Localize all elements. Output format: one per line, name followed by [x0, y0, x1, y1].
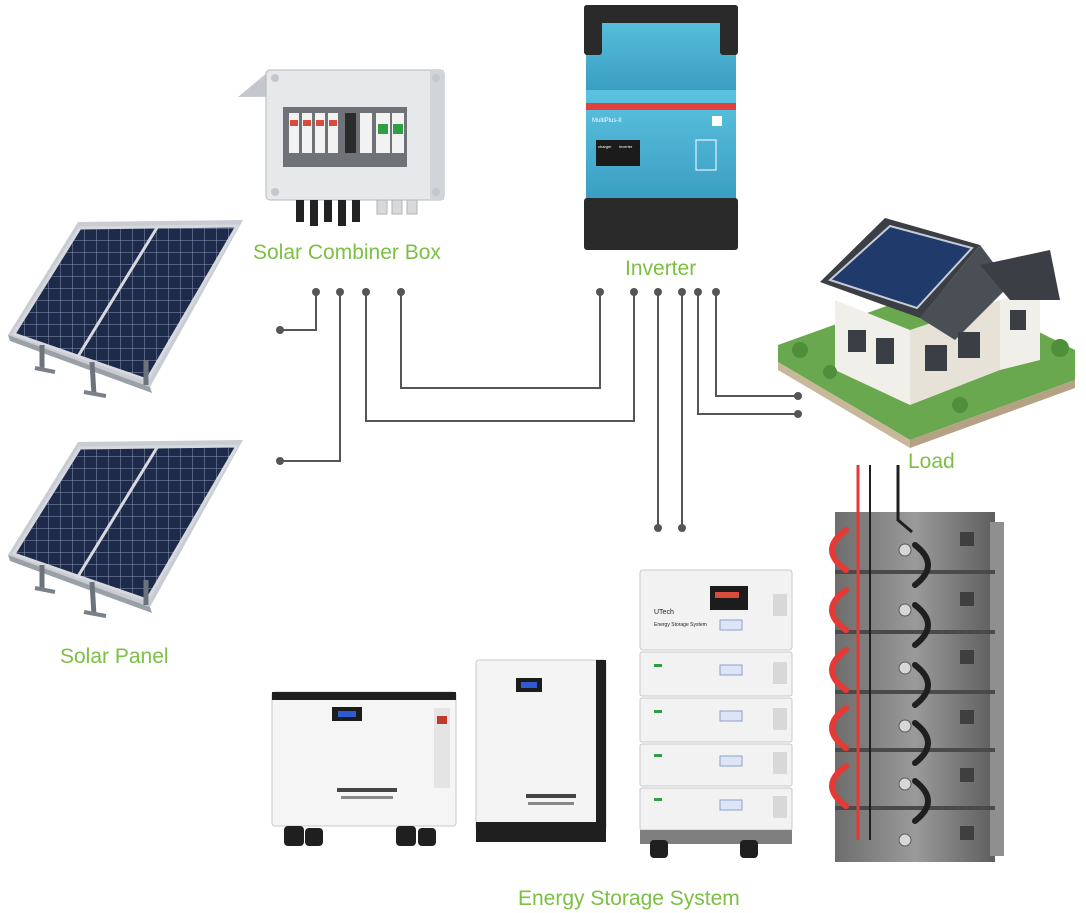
- wire-combiner-inverter-a: [365, 292, 635, 422]
- inverter-model-text: MultiPlus-II: [592, 118, 622, 124]
- wire-panel1-combiner: [280, 292, 317, 331]
- wire-nodes: [276, 288, 802, 532]
- label-energy-storage-system: Energy Storage System: [518, 887, 740, 910]
- wire-inverter-load-a: [697, 292, 798, 415]
- battery-wall: [475, 659, 607, 842]
- label-solar-panel: Solar Panel: [60, 645, 169, 668]
- wire-combiner-inverter-b: [400, 292, 601, 389]
- wire-inverter-load-b: [715, 292, 798, 397]
- solar-panel-bottom: [8, 440, 243, 618]
- house-load: [778, 218, 1075, 448]
- svg-text:UTech: UTech: [654, 609, 674, 616]
- label-solar-combiner-box: Solar Combiner Box: [253, 241, 441, 264]
- label-inverter: Inverter: [625, 257, 697, 280]
- wiring: [280, 292, 798, 528]
- battery-stack: UTech Energy Storage System: [639, 569, 793, 858]
- svg-text:inverter: inverter: [619, 144, 633, 149]
- solar-panel-top: [8, 220, 243, 398]
- battery-horizontal: [271, 691, 457, 846]
- rack-battery: [829, 465, 1004, 862]
- svg-text:Energy Storage System: Energy Storage System: [654, 622, 707, 628]
- inverter-unit: MultiPlus-II charger inverter: [584, 5, 738, 250]
- svg-text:charger: charger: [598, 144, 612, 149]
- combiner-box: [238, 69, 445, 226]
- wire-panel2-combiner: [280, 292, 341, 462]
- label-load: Load: [908, 450, 955, 473]
